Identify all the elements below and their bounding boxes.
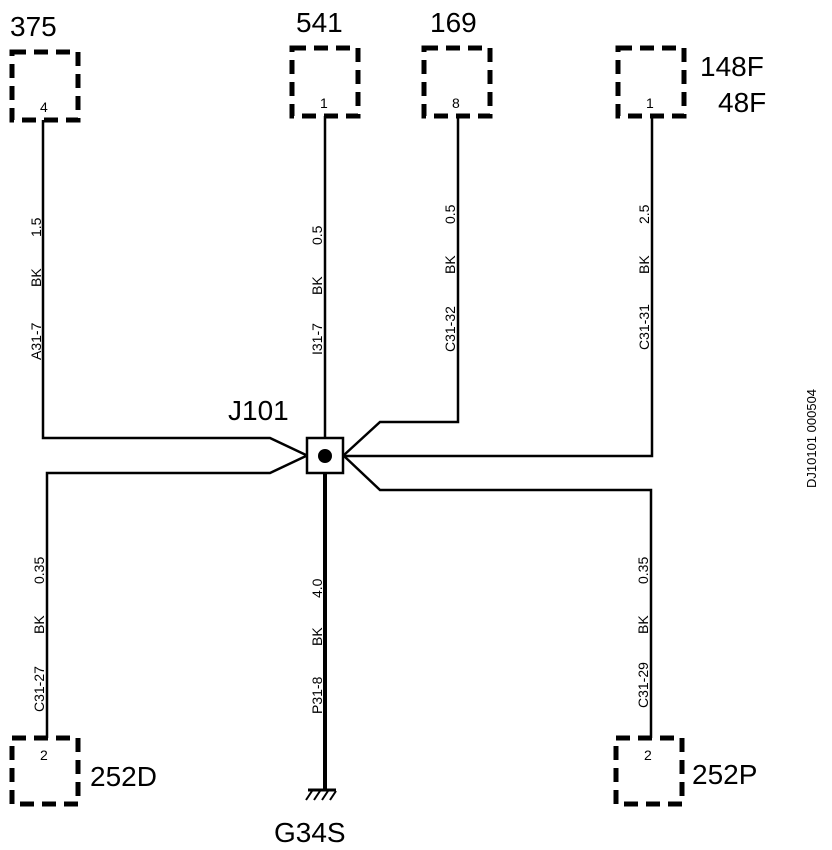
wire-252d-color: BK bbox=[31, 615, 47, 634]
connector-252p-label: 252P bbox=[692, 759, 757, 790]
splice-node bbox=[318, 449, 332, 463]
wire-148f[interactable] bbox=[344, 116, 654, 458]
connector-375[interactable] bbox=[9, 49, 81, 123]
connector-169-pin: 8 bbox=[452, 95, 460, 111]
connector-252d[interactable] bbox=[9, 735, 81, 807]
splice-label: J101 bbox=[228, 395, 289, 426]
wire-169-circuit: C31-32 bbox=[442, 306, 458, 352]
wire-252p[interactable] bbox=[343, 455, 653, 738]
connector-541-pin: 1 bbox=[320, 95, 328, 111]
connector-252p-pin: 2 bbox=[644, 747, 652, 763]
wire-252p-color: BK bbox=[635, 615, 651, 634]
wire-169-color: BK bbox=[442, 255, 458, 274]
wire-541-color: BK bbox=[309, 276, 325, 295]
wire-375-color: BK bbox=[28, 268, 44, 287]
connector-148f-label: 148F bbox=[700, 51, 764, 82]
wire-252p-size: 0.35 bbox=[635, 557, 651, 584]
wire-252d[interactable] bbox=[45, 454, 307, 738]
wire-252d-size: 0.35 bbox=[31, 557, 47, 584]
wire-169[interactable] bbox=[343, 116, 460, 456]
connector-375-label: 375 bbox=[10, 11, 57, 42]
wire-375-size: 1.5 bbox=[28, 217, 44, 237]
connector-541-label: 541 bbox=[296, 7, 343, 38]
connector-252d-label: 252D bbox=[90, 761, 157, 792]
connector-48f-label: 48F bbox=[718, 87, 766, 118]
connector-148f-pin: 1 bbox=[646, 95, 654, 111]
connector-169-label: 169 bbox=[430, 7, 477, 38]
connector-375-pin: 4 bbox=[40, 99, 48, 115]
wire-541-size: 0.5 bbox=[309, 225, 325, 245]
wire-169-size: 0.5 bbox=[442, 204, 458, 224]
ground-label: G34S bbox=[274, 817, 346, 848]
wire-541-circuit: I31-7 bbox=[309, 323, 325, 355]
wire-g34s-size: 4.0 bbox=[309, 578, 325, 598]
diagram-reference: DJ10101 000504 bbox=[804, 389, 819, 488]
wire-148f-circuit: C31-31 bbox=[636, 304, 652, 350]
wire-375[interactable] bbox=[41, 120, 307, 457]
connector-252d-pin: 2 bbox=[40, 747, 48, 763]
wire-g34s-circuit: P31-8 bbox=[309, 676, 325, 714]
connector-252p[interactable] bbox=[613, 735, 685, 807]
wire-375-circuit: A31-7 bbox=[28, 322, 44, 360]
ground-icon bbox=[305, 788, 337, 801]
wire-252d-circuit: C31-27 bbox=[31, 666, 47, 712]
wire-148f-color: BK bbox=[636, 255, 652, 274]
wire-g34s-color: BK bbox=[309, 627, 325, 646]
wire-252p-circuit: C31-29 bbox=[635, 662, 651, 708]
wire-148f-size: 2.5 bbox=[636, 204, 652, 224]
